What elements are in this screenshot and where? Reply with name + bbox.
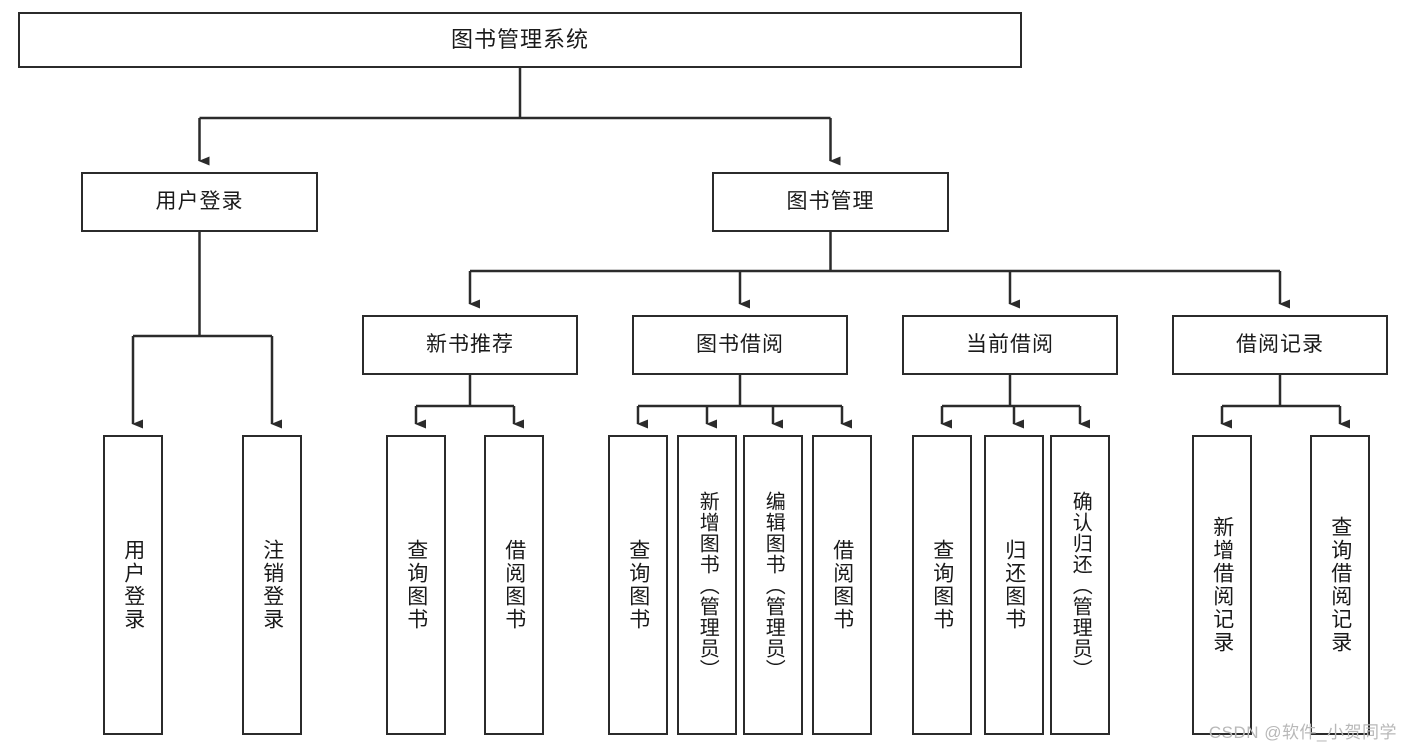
node-book-borrow[interactable]: 图书借阅 xyxy=(632,315,848,375)
node-leaf-query-book-borrow[interactable]: 查询图书 xyxy=(608,435,668,735)
node-leaf-query-borrow-record[interactable]: 查询借阅记录 xyxy=(1310,435,1370,735)
node-label-leaf-user-logout: 注销登录 xyxy=(260,539,284,631)
node-label-leaf-query-book-current: 查询图书 xyxy=(930,539,954,631)
node-borrow-record[interactable]: 借阅记录 xyxy=(1172,315,1388,375)
node-user-login[interactable]: 用户登录 xyxy=(81,172,318,232)
node-leaf-user-logout[interactable]: 注销登录 xyxy=(242,435,302,735)
node-new-book-recommend[interactable]: 新书推荐 xyxy=(362,315,578,375)
node-label-leaf-borrow-book: 借阅图书 xyxy=(830,539,854,631)
node-current-borrow[interactable]: 当前借阅 xyxy=(902,315,1118,375)
node-label-leaf-query-borrow-record: 查询借阅记录 xyxy=(1328,516,1352,654)
node-label-root: 图书管理系统 xyxy=(450,27,589,53)
node-label-leaf-add-book-admin: 新增图书（管理员） xyxy=(696,490,719,680)
node-leaf-query-book-current[interactable]: 查询图书 xyxy=(912,435,972,735)
node-leaf-borrow-book-recommend[interactable]: 借阅图书 xyxy=(484,435,544,735)
node-label-leaf-user-login: 用户登录 xyxy=(121,539,145,631)
watermark-label: CSDN @软件_小贺同学 xyxy=(1208,723,1397,742)
node-leaf-add-borrow-record[interactable]: 新增借阅记录 xyxy=(1192,435,1252,735)
node-label-leaf-edit-book-admin: 编辑图书（管理员） xyxy=(762,490,785,680)
node-label-leaf-borrow-book-recommend: 借阅图书 xyxy=(502,539,526,631)
node-book-management[interactable]: 图书管理 xyxy=(712,172,949,232)
node-label-borrow-record: 借阅记录 xyxy=(1236,332,1324,356)
node-leaf-user-login[interactable]: 用户登录 xyxy=(103,435,163,735)
node-label-leaf-add-borrow-record: 新增借阅记录 xyxy=(1210,516,1234,654)
node-leaf-edit-book-admin[interactable]: 编辑图书（管理员） xyxy=(743,435,803,735)
node-leaf-query-book-recommend[interactable]: 查询图书 xyxy=(386,435,446,735)
node-leaf-borrow-book[interactable]: 借阅图书 xyxy=(812,435,872,735)
node-label-current-borrow: 当前借阅 xyxy=(966,332,1054,356)
node-leaf-confirm-return-admin[interactable]: 确认归还（管理员） xyxy=(1050,435,1110,735)
node-label-leaf-confirm-return-admin: 确认归还（管理员） xyxy=(1069,490,1092,680)
node-label-leaf-query-book-recommend: 查询图书 xyxy=(404,539,428,631)
node-leaf-return-book[interactable]: 归还图书 xyxy=(984,435,1044,735)
node-label-new-book-recommend: 新书推荐 xyxy=(426,332,514,356)
node-label-leaf-return-book: 归还图书 xyxy=(1002,539,1026,631)
node-label-user-login: 用户登录 xyxy=(155,189,244,213)
node-label-book-borrow: 图书借阅 xyxy=(696,332,784,356)
node-label-book-management: 图书管理 xyxy=(786,189,875,213)
node-label-leaf-query-book-borrow: 查询图书 xyxy=(626,539,650,631)
node-leaf-add-book-admin[interactable]: 新增图书（管理员） xyxy=(677,435,737,735)
node-root[interactable]: 图书管理系统 xyxy=(18,12,1022,68)
